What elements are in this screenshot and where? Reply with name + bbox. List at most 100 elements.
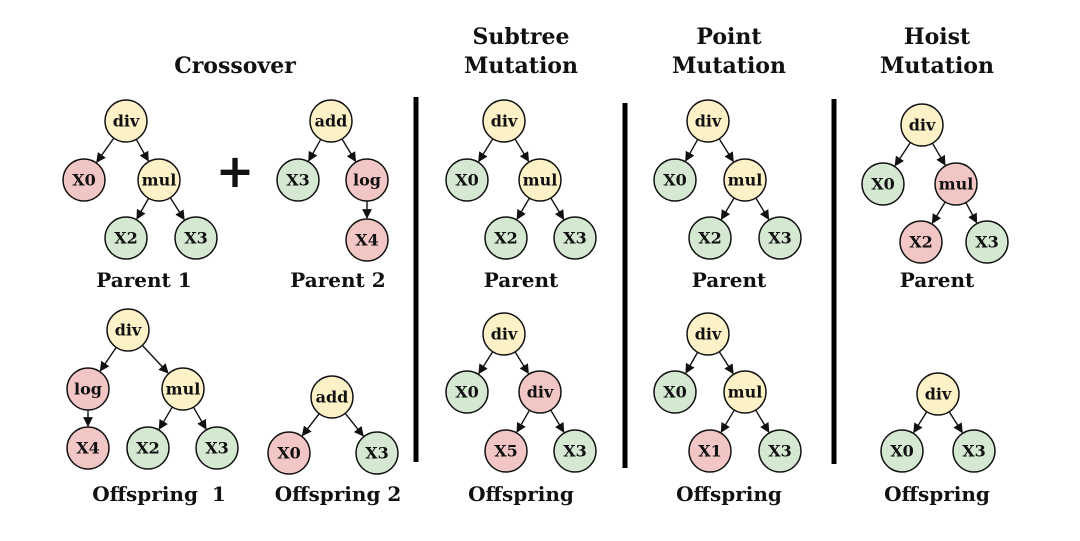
tree-caption: Parent	[484, 268, 559, 292]
tree-node-x3	[174, 216, 218, 260]
tree-node-label: X3	[962, 442, 986, 461]
tree-node-x3	[952, 429, 996, 473]
tree-node-x3	[195, 426, 239, 470]
tree-edge	[514, 138, 530, 163]
tree-node-div	[104, 99, 148, 143]
tree-edge	[948, 411, 963, 434]
tree-node-label: X3	[184, 229, 208, 248]
tree-node-label: X0	[663, 171, 687, 190]
tree-node-label: X0	[890, 442, 914, 461]
tree-node-label: div	[113, 112, 140, 131]
tree-node-div	[686, 312, 730, 356]
tree-caption: Parent	[900, 268, 975, 292]
tree-node-mul	[137, 158, 181, 202]
tree-caption: Parent	[692, 268, 767, 292]
tree-edge	[135, 138, 149, 162]
tree-edge	[685, 351, 699, 374]
tree-node-label: X0	[455, 383, 479, 402]
tree-node-label: X3	[768, 229, 792, 248]
tree-node-label: mul	[523, 171, 558, 190]
tree-node-x3	[758, 429, 802, 473]
tree-node-label: X3	[286, 171, 310, 190]
tree-node-x2	[688, 216, 732, 260]
tree-node-x3	[553, 429, 597, 473]
tree-edge	[550, 409, 565, 433]
tree-node-x4	[345, 218, 389, 262]
tree-node-label: X0	[455, 171, 479, 190]
tree-node-label: mul	[166, 380, 201, 399]
tree-edge	[514, 351, 529, 375]
tree-node-label: mul	[728, 383, 763, 402]
tree-node-x3	[758, 216, 802, 260]
tree-node-label: div	[925, 385, 952, 404]
tree-node-x3	[553, 216, 597, 260]
tree-node-x0	[861, 162, 905, 206]
tree-node-label: X2	[136, 439, 160, 458]
tree-edge	[931, 142, 946, 166]
tree-node-label: log	[74, 380, 102, 399]
tree-node-label: X2	[494, 229, 518, 248]
tree-edge	[478, 138, 494, 163]
tree-caption: Offspring	[468, 482, 574, 506]
tree-node-label: X0	[72, 171, 96, 190]
tree-node-x0	[880, 429, 924, 473]
tree-node-label: div	[115, 321, 142, 340]
tree-node-label: div	[695, 112, 722, 131]
tree-edge	[141, 344, 169, 374]
tree-node-label: X5	[494, 442, 518, 461]
tree-node-label: mul	[142, 171, 177, 190]
tree-edge	[308, 138, 322, 162]
tree-node-label: div	[491, 112, 518, 131]
tree-caption: Offspring 1	[92, 482, 226, 506]
tree-caption: Parent 1	[96, 268, 191, 292]
tree-edge	[341, 138, 357, 163]
tree-node-label: X1	[698, 442, 722, 461]
tree-node-mul	[723, 158, 767, 202]
tree-edge	[720, 197, 735, 221]
tree-edge	[720, 409, 735, 433]
tree-node-label: X4	[76, 439, 100, 458]
subtree-mutation-heading-line2: Mutation	[464, 53, 578, 79]
tree-node-x2	[126, 426, 170, 470]
tree-node-div	[916, 372, 960, 416]
tree-node-mul	[161, 367, 205, 411]
tree-node-add	[310, 375, 354, 419]
tree-edge	[301, 413, 320, 437]
tree-node-label: X2	[698, 229, 722, 248]
tree-edge	[158, 406, 173, 430]
tree-node-label: X4	[355, 231, 379, 250]
hoist-mutation-heading-line2: Mutation	[880, 53, 994, 79]
tree-edge	[931, 201, 946, 225]
tree-node-label: div	[909, 116, 936, 135]
tree-edge	[755, 409, 770, 433]
hoist-mutation-heading-line1: Hoist	[904, 24, 971, 50]
tree-node-label: mul	[728, 171, 763, 190]
tree-node-label: X0	[871, 175, 895, 194]
tree-node-label: div	[695, 325, 722, 344]
crossover-heading: Crossover	[174, 53, 296, 79]
tree-edge	[516, 197, 530, 220]
tree-node-add	[309, 99, 353, 143]
tree-edge	[99, 346, 117, 372]
tree-node-x2	[899, 220, 943, 264]
tree-node-x0	[445, 158, 489, 202]
tree-node-div	[900, 103, 944, 147]
tree-node-log	[345, 158, 389, 202]
tree-node-x3	[276, 158, 320, 202]
point-mutation-heading-line1: Point	[696, 24, 762, 50]
tree-edge	[965, 202, 978, 224]
tree-node-label: X3	[975, 233, 999, 252]
tree-edge	[136, 197, 150, 220]
tree-node-div	[686, 99, 730, 143]
tree-caption: Parent 2	[290, 268, 385, 292]
